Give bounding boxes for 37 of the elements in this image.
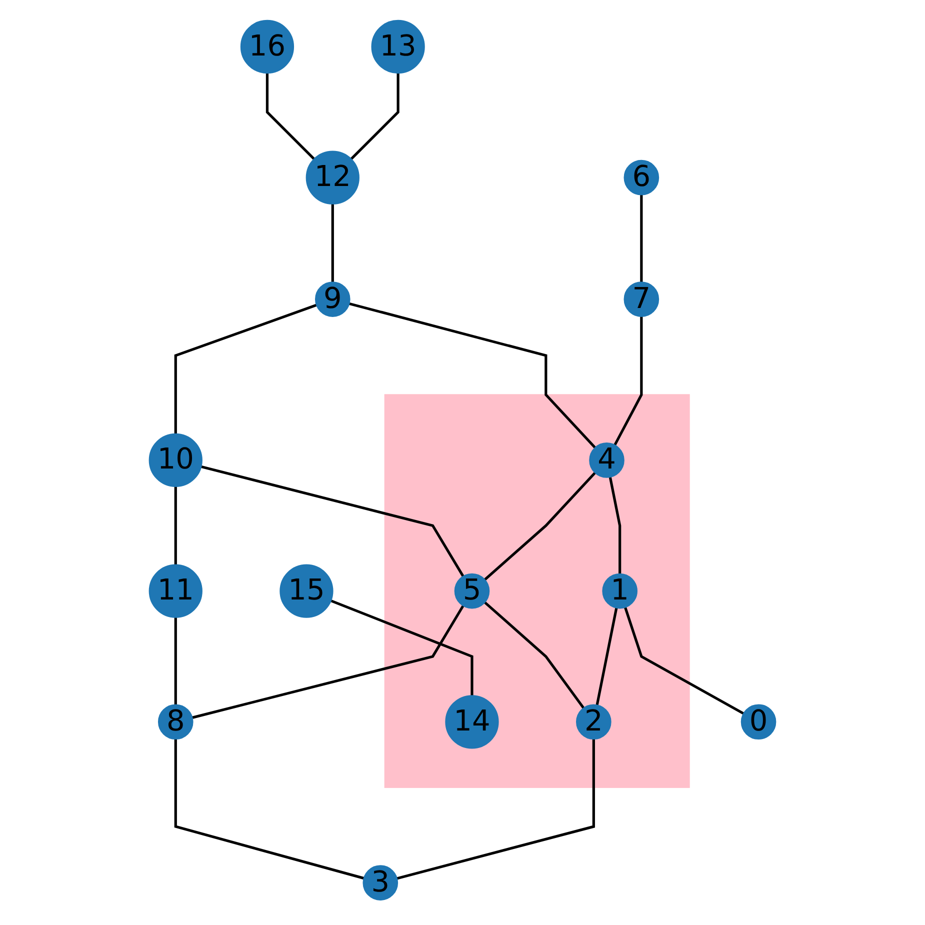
node-circle: 12 — [306, 150, 360, 204]
connector — [192, 604, 464, 719]
connector — [174, 304, 318, 434]
node-circle: 6 — [624, 160, 660, 196]
node-circle: 3 — [362, 865, 398, 900]
node-circle: 5 — [454, 573, 490, 609]
connector — [484, 472, 596, 581]
connector — [484, 601, 585, 709]
connector — [174, 617, 177, 705]
node-circle: 1 — [602, 573, 638, 609]
node-circle: 10 — [148, 433, 202, 488]
connector — [330, 599, 474, 696]
node-circle: 14 — [445, 695, 499, 749]
node-circle: 13 — [371, 20, 425, 74]
connector — [640, 194, 643, 282]
node-circle: 11 — [148, 564, 202, 618]
node-circle: 7 — [624, 282, 660, 317]
connector — [174, 486, 177, 565]
connector — [596, 607, 618, 706]
node-circle: 4 — [589, 442, 624, 478]
connector — [350, 72, 400, 160]
node-circle: 8 — [158, 704, 194, 740]
connector — [266, 72, 316, 160]
connector — [608, 476, 622, 574]
node-circle: 15 — [280, 564, 334, 618]
connector — [614, 316, 643, 446]
connector — [396, 738, 595, 880]
connector — [624, 606, 744, 715]
node-circle: 9 — [314, 282, 350, 317]
node-circle: 16 — [240, 20, 294, 74]
connector — [348, 302, 596, 449]
connector — [174, 738, 364, 880]
cluster — [384, 394, 690, 788]
node-circle: 2 — [576, 704, 612, 740]
connector — [331, 204, 334, 282]
connector — [200, 465, 464, 578]
node-circle: 0 — [740, 704, 776, 740]
